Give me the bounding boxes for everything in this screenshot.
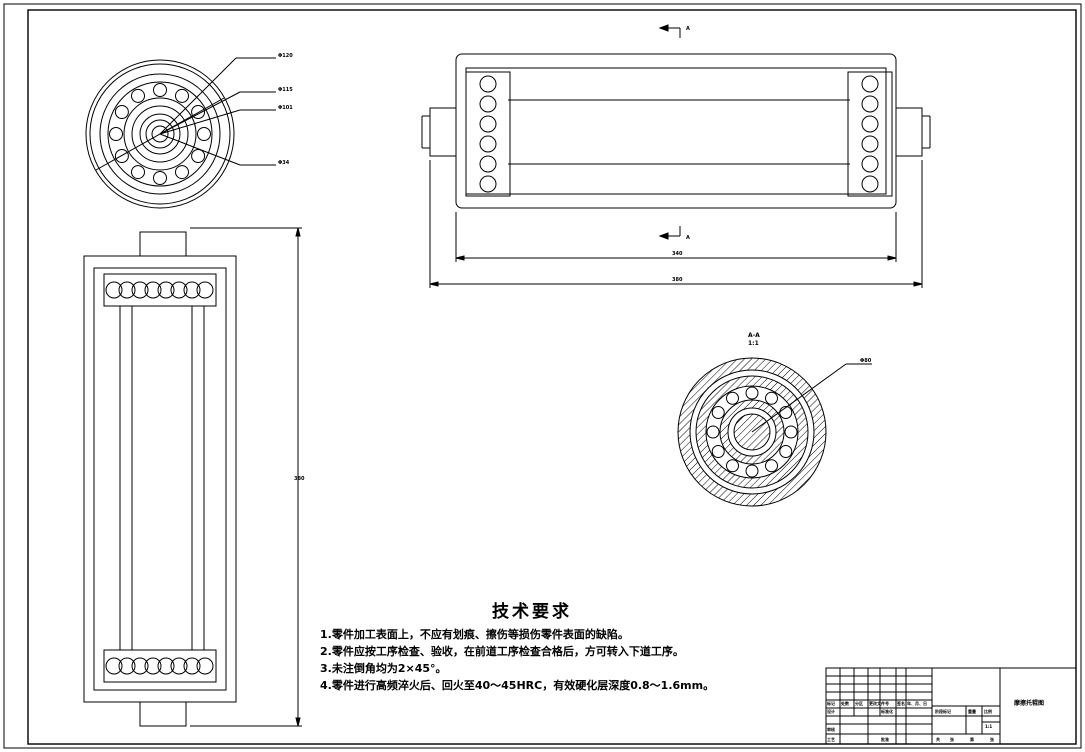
bearing-ball [131, 281, 149, 299]
bearing-ball [861, 95, 879, 113]
bearing-ball [196, 657, 214, 675]
bearing-ball [861, 155, 879, 173]
svg-text:批准: 批准 [881, 736, 889, 742]
svg-text:共: 共 [936, 736, 940, 742]
bearing-ball [711, 445, 725, 458]
bearing-ball [479, 95, 497, 113]
end-view [85, 57, 276, 209]
bearing-ball [153, 83, 167, 97]
bearing-ball [157, 657, 175, 675]
svg-text:签名: 签名 [896, 700, 905, 706]
requirement-item: 4.零件进行高频淬火后、回火至40～45HRC，有效硬化层深度0.8～1.6mm… [320, 679, 715, 692]
bearing-ball [726, 459, 739, 473]
cut-label-bottom: A [686, 235, 690, 241]
bearing-ball [779, 445, 793, 458]
front-view [421, 24, 931, 288]
bearing-ball [131, 657, 149, 675]
bearing-ball [726, 391, 739, 405]
bearing-ball [479, 115, 497, 133]
svg-text:标记: 标记 [826, 700, 835, 706]
outer-border [3, 3, 1082, 749]
side-view [83, 227, 302, 727]
dim-d101: Φ101 [278, 105, 293, 111]
bearing-ball [170, 657, 188, 675]
part-name: 摩擦托辊图 [1013, 699, 1044, 707]
svg-text:更改文件号: 更改文件号 [869, 700, 889, 706]
requirement-item: 2.零件应按工序检查、验收，在前道工序检查合格后，方可转入下道工序。 [320, 645, 684, 658]
svg-text:重量: 重量 [968, 708, 976, 714]
bearing-ball [175, 88, 189, 103]
svg-text:比例: 比例 [984, 708, 992, 714]
dim-len340: 340 [672, 251, 683, 257]
bearing-ball [861, 175, 879, 193]
bearing-ball [479, 175, 497, 193]
bearing-ball [144, 657, 162, 675]
technical-requirements-title: 技术要求 [492, 602, 572, 622]
bearing-ball [131, 88, 145, 103]
bearing-ball [105, 657, 123, 675]
bearing-ball [745, 386, 759, 400]
svg-text:第: 第 [970, 736, 974, 742]
requirement-item: 1.零件加工表面上，不应有划痕、擦伤等损伤零件表面的缺陷。 [320, 628, 629, 641]
bearing-ball [183, 281, 201, 299]
svg-text:阶段标记: 阶段标记 [935, 708, 951, 714]
cut-label-top: A [686, 26, 690, 32]
technical-requirements-list: 1.零件加工表面上，不应有划痕、擦伤等损伤零件表面的缺陷。 2.零件应按工序检查… [320, 626, 714, 694]
svg-text:张: 张 [950, 736, 955, 742]
bearing-ball [118, 657, 136, 675]
section-scale: 1:1 [748, 340, 759, 347]
dim-len380: 380 [672, 277, 683, 283]
svg-text:张: 张 [990, 736, 995, 742]
bearing-ball [153, 171, 167, 185]
svg-text:工艺: 工艺 [827, 736, 835, 742]
bearing-ball [479, 75, 497, 93]
bearing-ball [144, 281, 162, 299]
bearing-ball [170, 281, 188, 299]
bearing-ball [105, 281, 123, 299]
bearing-ball [196, 281, 214, 299]
bearing-ball [479, 155, 497, 173]
bearing-ball [861, 135, 879, 153]
svg-text:1:1: 1:1 [985, 724, 992, 729]
svg-text:标准化: 标准化 [880, 708, 893, 714]
bearing-ball [861, 115, 879, 133]
dim-d120: Φ120 [278, 53, 293, 59]
svg-text:审核: 审核 [827, 726, 835, 732]
bearing-ball [114, 149, 129, 163]
bearing-ball [706, 425, 720, 439]
bearing-ball [765, 391, 778, 405]
bearing-ball [779, 406, 793, 419]
bearing-ball [175, 165, 189, 180]
dim-d115: Φ115 [278, 87, 293, 93]
bearing-ball [118, 281, 136, 299]
bearing-ball [114, 105, 129, 119]
requirement-item: 3.未注倒角均为2×45°。 [320, 662, 447, 675]
bearing-ball [784, 425, 798, 439]
svg-text:分区: 分区 [855, 700, 863, 706]
bearing-ball [861, 75, 879, 93]
bearing-ball [197, 127, 211, 141]
bearing-ball [109, 127, 123, 141]
bearing-ball [131, 165, 145, 180]
svg-text:设计: 设计 [827, 708, 835, 714]
inner-frame [27, 9, 1077, 745]
svg-text:年、月、日: 年、月、日 [907, 700, 927, 706]
bearing-ball [157, 281, 175, 299]
section-title: A-A [748, 332, 760, 339]
bearing-ball [479, 135, 497, 153]
dim-d80: Φ80 [860, 358, 872, 364]
section-view [677, 357, 872, 507]
bearing-ball [745, 464, 759, 478]
dim-vert380: 380 [294, 476, 305, 482]
bearing-ball [711, 406, 725, 419]
dim-d34: Φ34 [278, 160, 290, 166]
title-block [825, 667, 1077, 745]
bearing-ball [765, 459, 778, 473]
bearing-ball [183, 657, 201, 675]
bearing-ball [191, 105, 206, 119]
title-block-labels: 标记 处数 分区 更改文件号 签名 年、月、日 设计 标准化 审核 工艺 批准 … [826, 700, 995, 742]
svg-text:处数: 处数 [840, 700, 849, 706]
bearing-ball [191, 149, 206, 163]
